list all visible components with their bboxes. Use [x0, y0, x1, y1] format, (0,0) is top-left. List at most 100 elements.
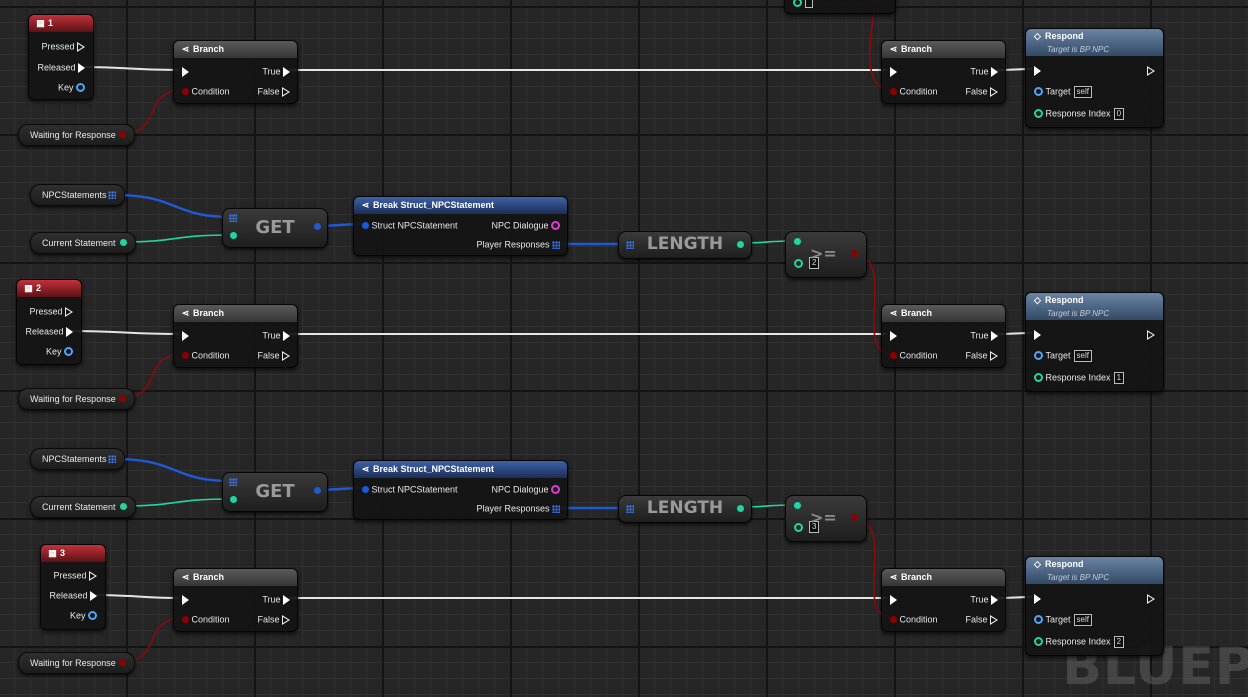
true-pin[interactable]: True — [262, 329, 290, 342]
npc-dialogue-pin[interactable]: NPC Dialogue — [491, 483, 560, 496]
true-pin[interactable]: True — [970, 593, 998, 606]
exec-in-pin[interactable] — [890, 329, 897, 341]
false-pin[interactable]: False — [257, 613, 290, 626]
branch-node[interactable]: ⋖Branch True Condition False — [173, 568, 298, 632]
false-pin[interactable]: False — [257, 349, 290, 362]
length-node[interactable]: LENGTH — [618, 495, 752, 523]
released-pin[interactable]: Released — [37, 61, 85, 74]
branch-node[interactable]: ⋖Branch True Condition False — [881, 568, 1006, 632]
key-event-node-1[interactable]: ▦1 Pressed Released Key — [28, 14, 94, 100]
break-struct-icon: ⋖ — [361, 200, 370, 210]
branch-node[interactable]: ⋖Branch True Condition False — [881, 304, 1006, 368]
released-pin[interactable]: Released — [49, 589, 97, 602]
key-pin[interactable]: Key — [70, 609, 97, 622]
break-struct-node[interactable]: ⋖Break Struct_NPCStatement Struct NPCSta… — [353, 460, 568, 520]
exec-in-pin[interactable] — [890, 65, 897, 77]
key-pin[interactable]: Key — [58, 81, 85, 94]
exec-in-pin[interactable] — [182, 593, 189, 605]
exec-out-icon — [990, 614, 998, 625]
compare-value-field[interactable]: 3 — [809, 521, 820, 533]
exec-in-icon — [890, 66, 897, 77]
bool-pin-icon — [119, 131, 126, 138]
condition-pin[interactable]: Condition — [890, 349, 938, 362]
partial-node-top[interactable] — [784, 0, 896, 14]
exec-out-pin[interactable] — [1147, 328, 1155, 340]
false-pin[interactable]: False — [965, 85, 998, 98]
target-value: self — [1073, 613, 1092, 626]
key-event-node-2[interactable]: ▦2 Pressed Released Key — [16, 279, 82, 365]
current-statement-variable[interactable]: Current Statement — [30, 496, 136, 518]
exec-out-icon — [283, 594, 290, 605]
exec-in-pin[interactable] — [182, 329, 189, 341]
npc-statements-variable[interactable]: NPCStatements — [30, 184, 125, 206]
condition-pin[interactable]: Condition — [890, 85, 938, 98]
condition-pin[interactable]: Condition — [182, 613, 230, 626]
player-responses-pin[interactable]: Player Responses — [476, 238, 560, 251]
key-pin[interactable]: Key — [46, 345, 73, 358]
pressed-pin[interactable]: Pressed — [53, 569, 97, 582]
exec-in-pin[interactable] — [182, 65, 189, 77]
branch-node[interactable]: ⋖Branch True Condition False — [173, 40, 298, 104]
compare-value-field[interactable]: 2 — [809, 257, 820, 269]
player-responses-pin[interactable]: Player Responses — [476, 502, 560, 515]
true-pin[interactable]: True — [262, 65, 290, 78]
released-pin[interactable]: Released — [25, 325, 73, 338]
get-node[interactable]: GET — [222, 472, 328, 512]
length-node[interactable]: LENGTH — [618, 231, 752, 259]
exec-out-pin[interactable] — [1147, 64, 1155, 76]
waiting-for-response-variable[interactable]: Waiting for Response — [18, 124, 135, 146]
true-pin[interactable]: True — [970, 329, 998, 342]
response-index-field[interactable]: 2 — [1113, 635, 1125, 648]
current-statement-variable[interactable]: Current Statement — [30, 232, 136, 254]
exec-in-pin[interactable] — [1034, 328, 1041, 340]
exec-in-pin[interactable] — [1034, 64, 1041, 76]
condition-pin[interactable]: Condition — [182, 349, 230, 362]
true-pin[interactable]: True — [262, 593, 290, 606]
greater-equal-node[interactable]: 3 >= — [785, 495, 867, 542]
exec-out-icon — [66, 326, 73, 337]
false-pin[interactable]: False — [965, 613, 998, 626]
bool-pin-icon — [182, 88, 189, 96]
key-pin-icon — [64, 347, 73, 357]
struct-input-pin[interactable]: Struct NPCStatement — [362, 219, 458, 232]
exec-wire — [81, 66, 179, 71]
get-node[interactable]: GET — [222, 208, 328, 248]
exec-out-pin[interactable] — [1147, 592, 1155, 604]
bool-pin-icon — [851, 250, 858, 257]
response-index-field[interactable]: 0 — [1113, 107, 1125, 120]
struct-input-pin[interactable]: Struct NPCStatement — [362, 483, 458, 496]
npc-dialogue-pin[interactable]: NPC Dialogue — [491, 219, 560, 232]
condition-pin[interactable]: Condition — [182, 85, 230, 98]
condition-pin[interactable]: Condition — [890, 613, 938, 626]
pressed-pin[interactable]: Pressed — [41, 40, 85, 53]
false-pin[interactable]: False — [965, 349, 998, 362]
waiting-for-response-variable[interactable]: Waiting for Response — [18, 652, 135, 674]
exec-in-pin[interactable] — [890, 593, 897, 605]
branch-node[interactable]: ⋖Branch True Condition False — [881, 40, 1006, 104]
exec-out-icon — [991, 594, 998, 605]
int-pin-icon — [794, 259, 803, 268]
branch-node[interactable]: ⋖Branch True Condition False — [173, 304, 298, 368]
array-pin-icon — [552, 240, 560, 249]
key-event-node-3[interactable]: ▦3 Pressed Released Key — [40, 544, 106, 630]
response-index-field[interactable]: 1 — [1113, 371, 1125, 384]
exec-in-pin[interactable] — [1034, 592, 1041, 604]
pressed-pin[interactable]: Pressed — [29, 305, 73, 318]
true-pin[interactable]: True — [970, 65, 998, 78]
exec-out-icon — [990, 350, 998, 361]
waiting-for-response-variable[interactable]: Waiting for Response — [18, 388, 135, 410]
greater-equal-node[interactable]: 2 >= — [785, 231, 867, 278]
break-struct-node[interactable]: ⋖Break Struct_NPCStatement Struct NPCSta… — [353, 196, 568, 256]
false-pin[interactable]: False — [257, 85, 290, 98]
npc-statements-variable[interactable]: NPCStatements — [30, 448, 125, 470]
